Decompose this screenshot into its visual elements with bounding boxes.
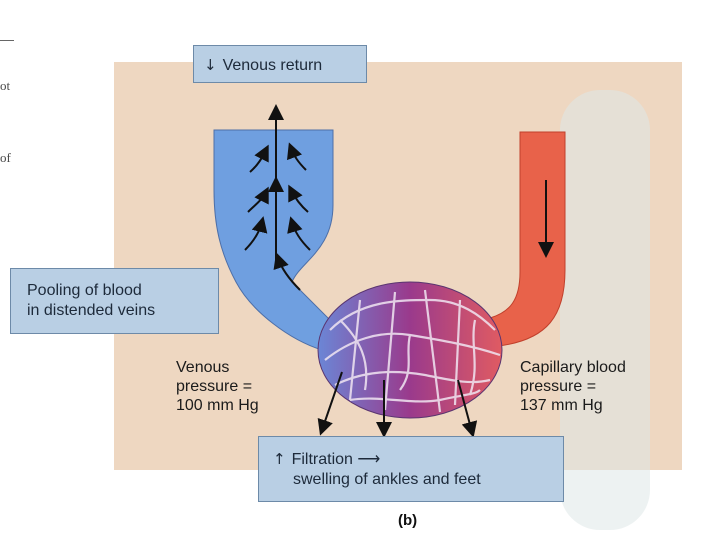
filtration-callout: ↑ Filtration ⟶ swelling of ankles and fee…: [258, 436, 564, 502]
capillary-pressure-line1: Capillary blood: [520, 359, 626, 376]
pooling-label-line2: in distended veins: [27, 302, 156, 319]
edge-text-fragment: of: [0, 150, 11, 165]
up-arrow-icon: ↑: [273, 450, 286, 468]
pooling-label-line1: Pooling of blood: [27, 282, 142, 299]
venous-pressure-line2: pressure =: [176, 378, 253, 395]
capillary-pressure-line2: pressure =: [520, 378, 597, 395]
figure-caption: (b): [398, 512, 418, 529]
pooling-callout: Pooling of blood in distended veins: [10, 268, 219, 334]
venous-return-callout: ↓ Venous return: [193, 45, 367, 83]
edge-text-fragment: ot: [0, 78, 11, 93]
capillary-pressure-label: Capillary blood pressure = 137 mm Hg: [520, 358, 626, 415]
venous-pressure-line3: 100 mm Hg: [176, 397, 259, 414]
filtration-label-line1: Filtration ⟶: [291, 451, 381, 468]
edge-line: [0, 40, 14, 41]
venous-pressure-label: Venous pressure = 100 mm Hg: [176, 358, 259, 415]
capillary-network: [324, 289, 501, 413]
venous-pressure-line1: Venous: [176, 359, 230, 376]
venous-return-label: Venous return: [222, 57, 323, 74]
flow-arrows: [244, 104, 554, 438]
down-arrow-icon: ↓: [204, 56, 217, 74]
background-ghost-shape: [560, 90, 650, 530]
capillary-pressure-line3: 137 mm Hg: [520, 397, 603, 414]
artery-vessel: [489, 131, 566, 347]
filtration-label-line2: swelling of ankles and feet: [293, 471, 481, 488]
